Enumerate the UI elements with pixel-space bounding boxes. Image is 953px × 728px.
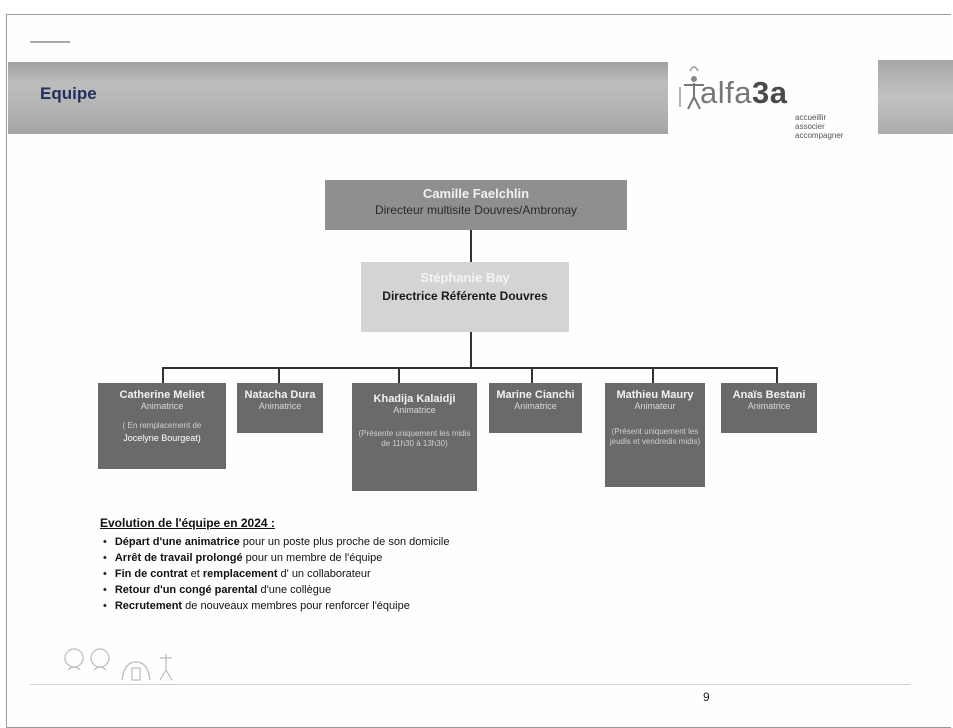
item-bold: Fin de contrat xyxy=(114,568,188,580)
org-box-director: Camille Faelchlin Directeur multisite Do… xyxy=(325,180,627,230)
connector-drop-1 xyxy=(162,367,164,383)
member-role: Animatrice xyxy=(140,401,184,411)
item-text: pour un poste plus proche de son domicil… xyxy=(239,536,450,548)
page-number: 9 xyxy=(703,690,710,704)
item-bold: Recrutement xyxy=(114,600,183,612)
member-name: Mathieu Maury xyxy=(616,389,694,401)
connector-horizontal xyxy=(162,367,778,369)
member-role: Animatrice xyxy=(514,401,557,411)
item-bold-inline: remplacement xyxy=(202,568,278,580)
member-name: Marine Cianchi xyxy=(496,389,575,401)
evolution-list: Départ d'une animatrice pour un poste pl… xyxy=(103,534,450,614)
slide-title: Equipe xyxy=(40,84,97,103)
member-name: Anaïs Bestani xyxy=(732,389,806,401)
evolution-title: Evolution de l'équipe en 2024 : xyxy=(100,516,275,530)
connector-drop-3 xyxy=(398,367,400,383)
member-name: Catherine Meliet xyxy=(119,389,205,401)
member-box: Anaïs Bestani Animatrice xyxy=(721,383,817,433)
member-role: Animatrice xyxy=(747,401,791,411)
connector-mid xyxy=(470,332,472,368)
member-note-2: Jocelyne Bourgeat) xyxy=(123,433,201,443)
connector-drop-6 xyxy=(776,367,778,383)
alfa3a-logo: alfa3a accueillir associer accompagner xyxy=(679,55,860,145)
item-text: pour un membre de l'équipe xyxy=(242,552,383,564)
member-name: Natacha Dura xyxy=(244,389,316,401)
member-box: Khadija Kalaidji Animatrice (Présente un… xyxy=(352,383,477,491)
org-box-referent: Stéphanie Bay Directrice Référente Douvr… xyxy=(361,262,569,332)
logo-tagline-1: accueillir xyxy=(795,113,827,122)
member-box: Marine Cianchi Animatrice xyxy=(489,383,582,433)
member-name: Khadija Kalaidji xyxy=(373,393,456,405)
title-banner xyxy=(8,62,668,134)
list-item: Fin de contrat et remplacement d' un col… xyxy=(103,566,449,582)
item-text: d'une collègue xyxy=(257,584,332,596)
logo-tagline-3: accompagner xyxy=(795,131,844,140)
connector-drop-2 xyxy=(278,367,280,383)
list-item: Retour d'un congé parental d'une collègu… xyxy=(103,582,449,598)
footer-line xyxy=(30,684,910,685)
member-note: (Présent uniquement les jeudis et vendre… xyxy=(609,427,701,446)
member-note: (Présente uniquement les midis de 11h30 … xyxy=(358,429,471,448)
item-text: et remplacement d' un collaborateur xyxy=(187,568,371,580)
connector-drop-4 xyxy=(531,367,533,383)
footer-decoration-icon xyxy=(64,648,173,681)
item-text: de nouveaux membres pour renforcer l'équ… xyxy=(182,600,410,612)
referent-name: Stéphanie Bay xyxy=(420,270,510,285)
list-item: Départ d'une animatrice pour un poste pl… xyxy=(103,534,450,550)
item-bold: Arrêt de travail prolongé xyxy=(114,552,243,564)
list-item: Arrêt de travail prolongé pour un membre… xyxy=(103,550,449,566)
member-box: Catherine Meliet Animatrice ( En remplac… xyxy=(98,383,226,469)
list-item: Recrutement de nouveaux membres pour ren… xyxy=(103,598,449,614)
item-bold: Retour d'un congé parental xyxy=(114,584,258,596)
member-box: Mathieu Maury Animateur (Présent uniquem… xyxy=(605,383,705,487)
logo-tagline-2: associer xyxy=(795,122,825,131)
member-role: Animatrice xyxy=(393,405,436,415)
connector-top xyxy=(470,230,472,262)
item-bold: Départ d'une animatrice xyxy=(114,536,240,548)
member-note: ( En remplacement de xyxy=(122,421,202,430)
people-logo-icon xyxy=(679,66,704,110)
scan-mark xyxy=(30,41,70,43)
referent-role: Directrice Référente Douvres xyxy=(382,289,548,303)
member-box: Natacha Dura Animatrice xyxy=(237,383,323,433)
logo-word: alfa xyxy=(700,75,752,110)
director-role: Directeur multisite Douvres/Ambronay xyxy=(374,203,578,217)
member-role: Animatrice xyxy=(258,401,302,411)
title-banner-right xyxy=(878,60,953,134)
member-role: Animateur xyxy=(634,401,676,411)
director-name: Camille Faelchlin xyxy=(422,186,530,201)
connector-drop-5 xyxy=(652,367,654,383)
logo-number: 3a xyxy=(751,75,788,110)
